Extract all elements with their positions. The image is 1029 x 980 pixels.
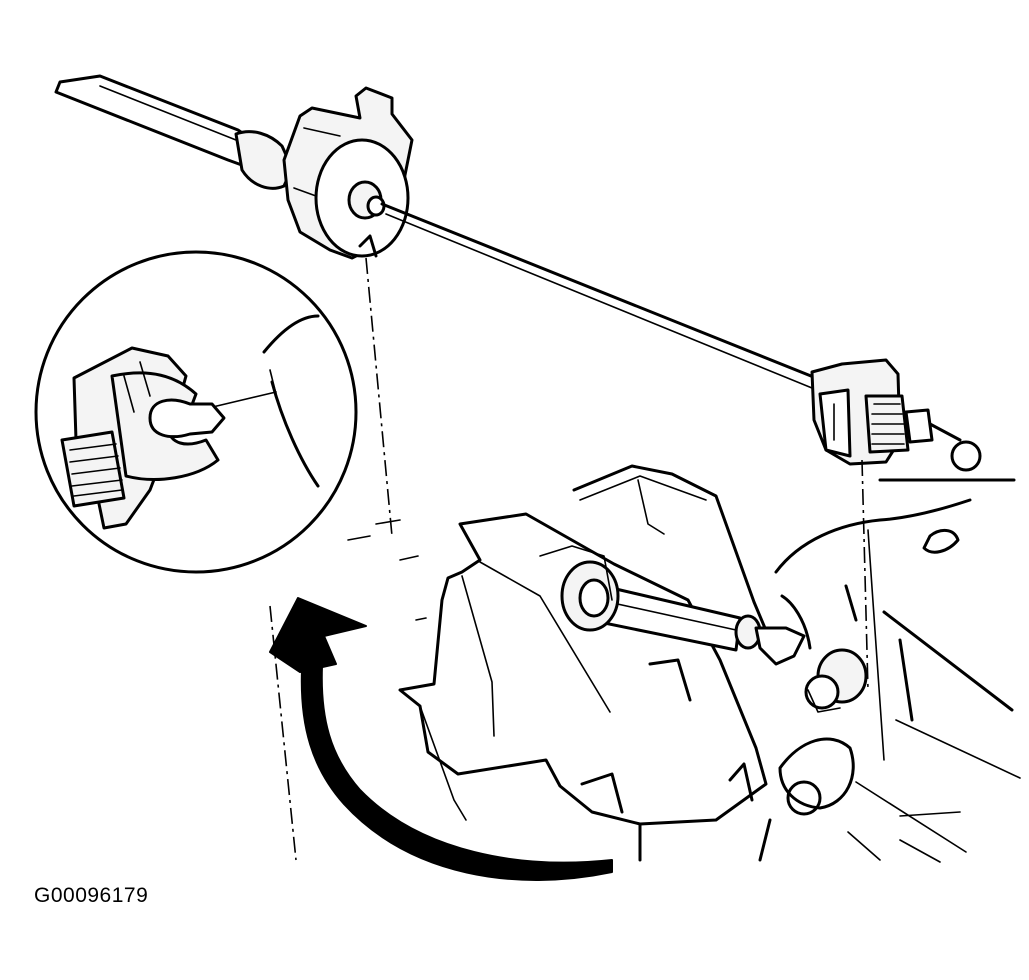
detail-view-circle xyxy=(34,250,358,574)
alignment-lines xyxy=(269,257,869,861)
ball-stud xyxy=(804,648,868,713)
background-hatching xyxy=(347,519,427,621)
curved-arrow-icon xyxy=(269,597,613,881)
inner-cable xyxy=(380,202,818,389)
cable-end-fitting xyxy=(282,86,414,260)
selector-shaft xyxy=(539,545,806,666)
shifter-bracket xyxy=(398,464,772,826)
cable-sheath xyxy=(54,74,294,190)
cable-adjuster xyxy=(810,358,982,472)
transmission-housing xyxy=(580,478,1021,863)
figure-code: G00096179 xyxy=(34,884,149,907)
